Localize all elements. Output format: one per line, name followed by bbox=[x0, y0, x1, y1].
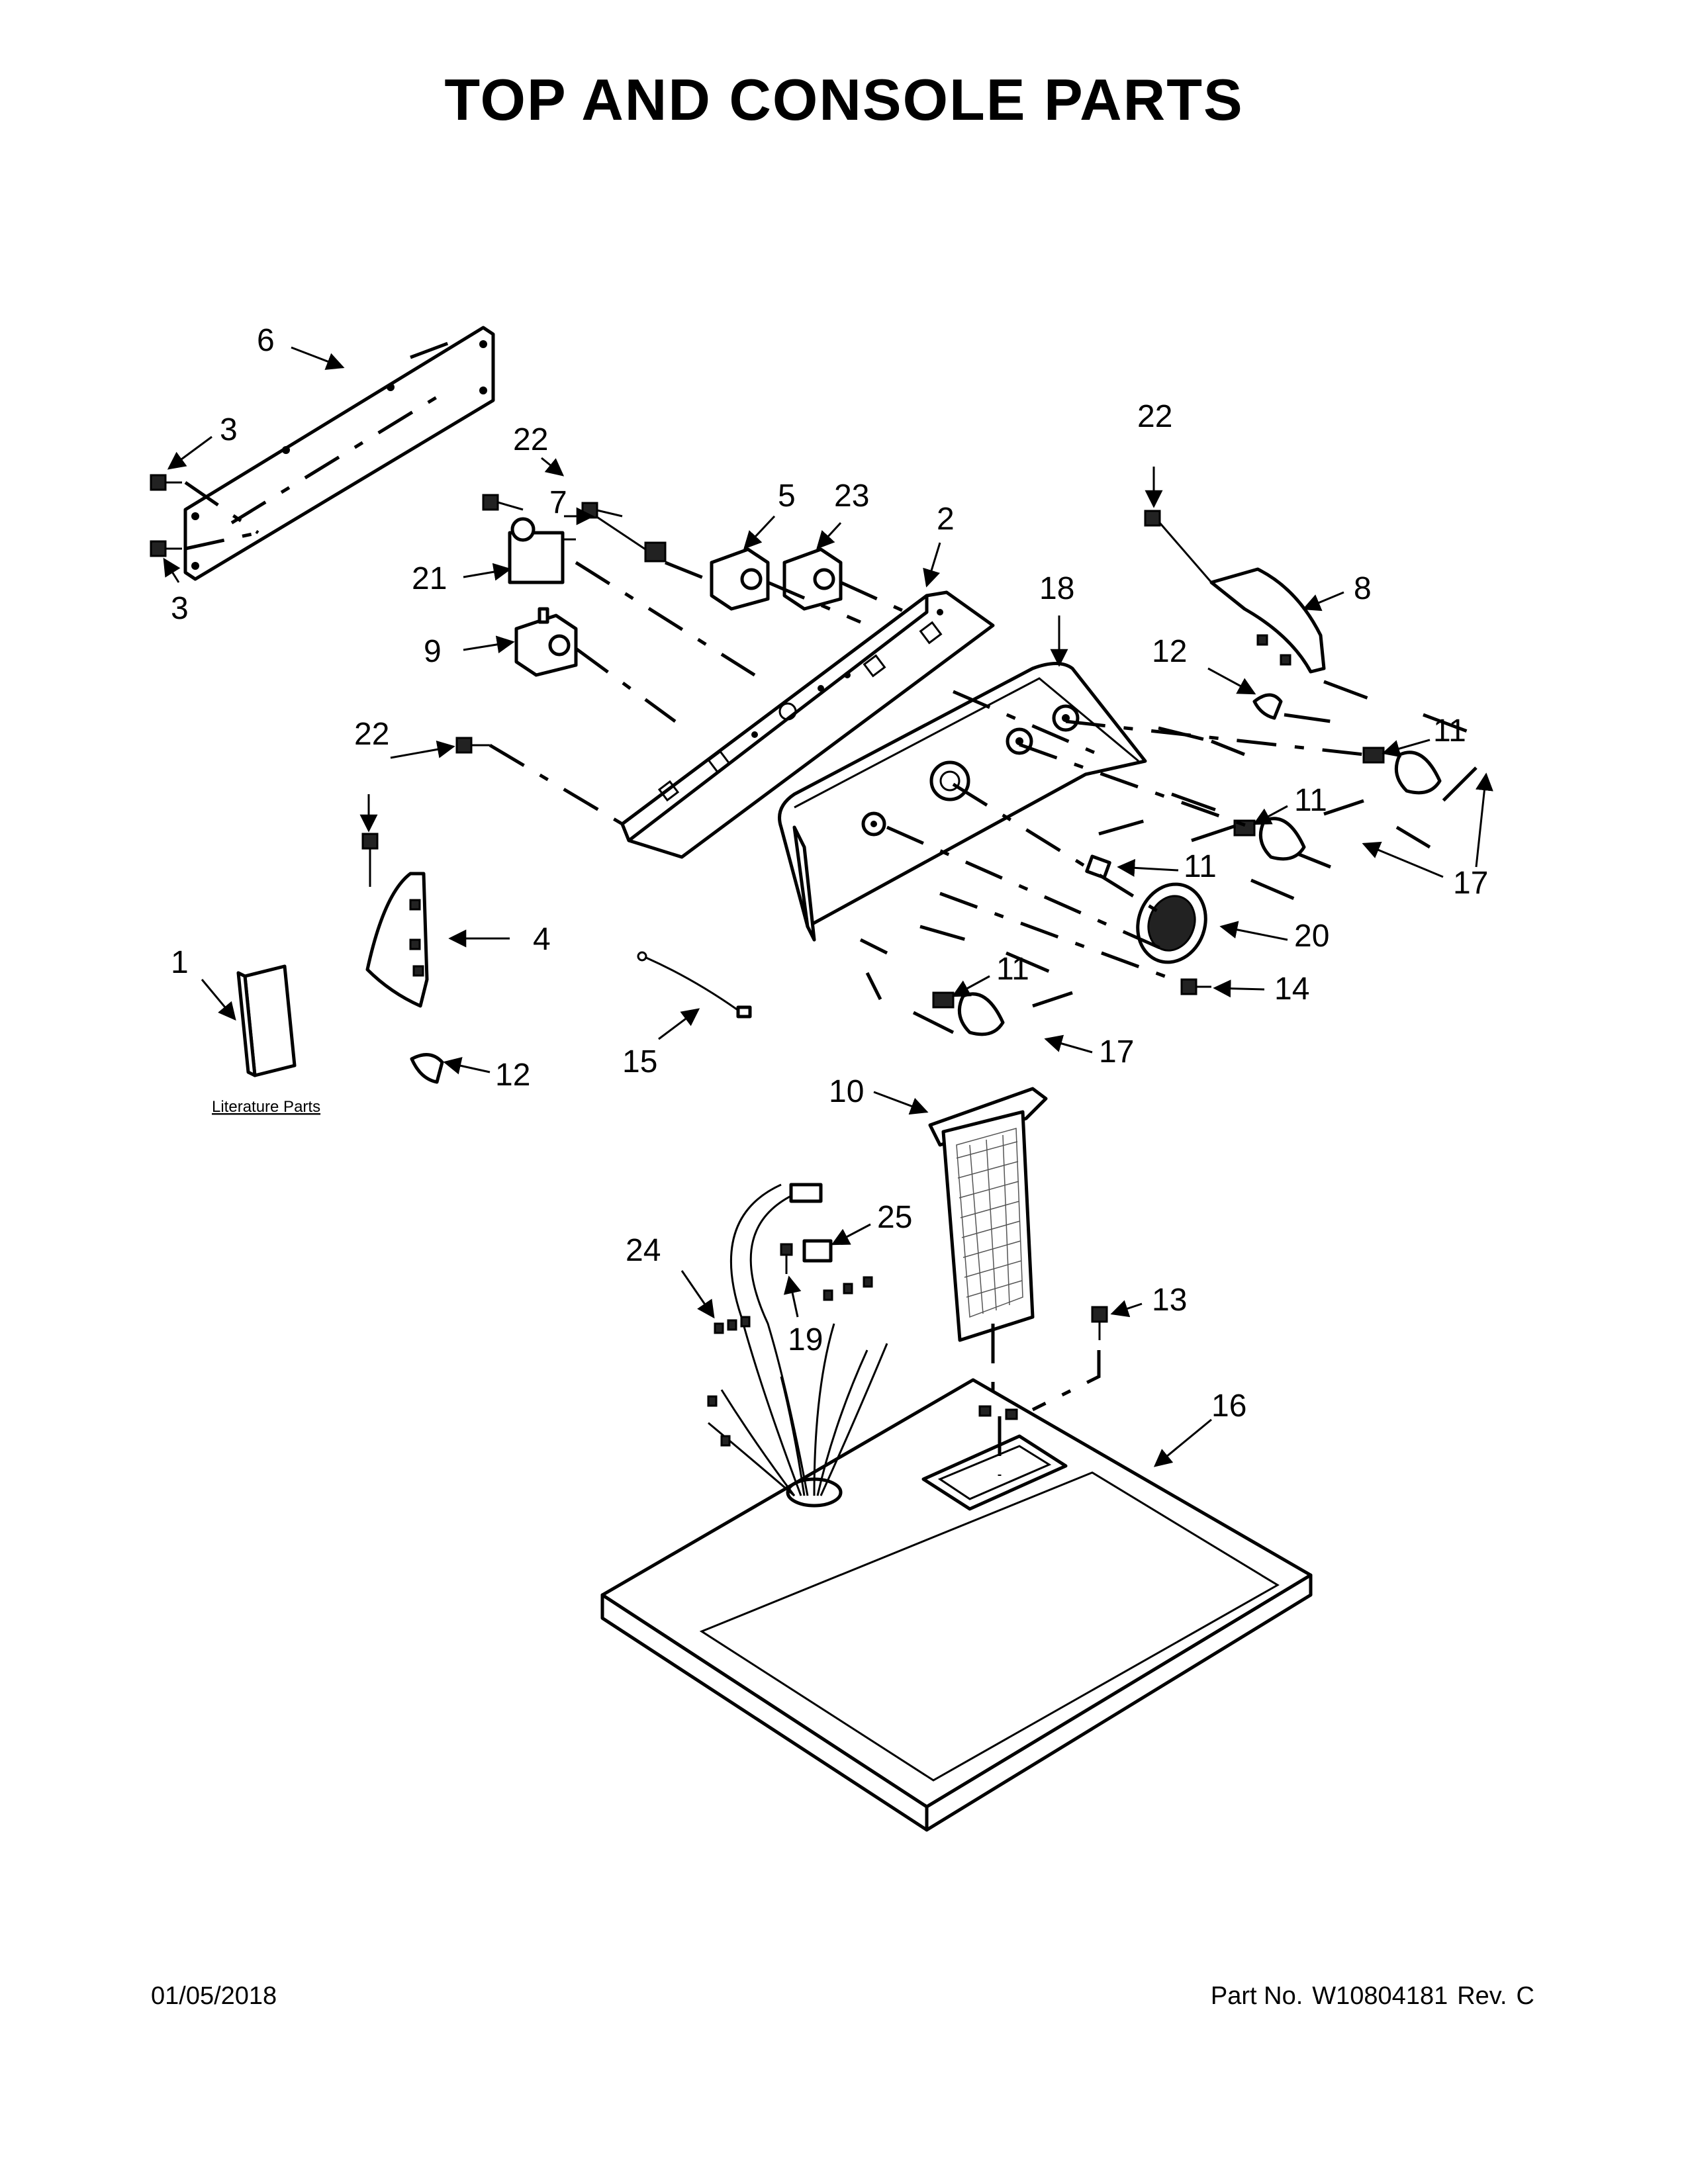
part-screw bbox=[455, 737, 490, 754]
assembly-line bbox=[953, 690, 1100, 756]
callout-12: 12 bbox=[495, 1058, 530, 1093]
assembly-line bbox=[489, 743, 624, 826]
part-rear-panel bbox=[183, 326, 495, 581]
callout-21: 21 bbox=[412, 561, 447, 596]
rev-value: C bbox=[1516, 1982, 1534, 2010]
assembly-line bbox=[1031, 1350, 1101, 1412]
callout-9: 9 bbox=[424, 634, 442, 669]
part-no-label: Part No. bbox=[1210, 1982, 1303, 2010]
callout-3: 3 bbox=[220, 412, 238, 447]
part-screw bbox=[780, 1243, 793, 1274]
part-knob bbox=[1233, 817, 1306, 861]
callout-1: 1 bbox=[171, 945, 189, 980]
assembly-line bbox=[185, 531, 259, 551]
part-switch bbox=[710, 547, 770, 611]
assembly-line bbox=[859, 925, 1073, 1034]
callout-6: 6 bbox=[257, 323, 275, 358]
assembly-line bbox=[665, 561, 716, 584]
callout-11: 11 bbox=[1184, 849, 1217, 884]
callout-11: 11 bbox=[1433, 713, 1466, 749]
callout-11: 11 bbox=[996, 952, 1029, 987]
part-no-value: W10804181 bbox=[1312, 1982, 1448, 2010]
part-screw bbox=[150, 474, 182, 557]
callout-22: 22 bbox=[354, 717, 389, 752]
assembly-line bbox=[1019, 743, 1252, 829]
callout-4: 4 bbox=[533, 922, 551, 957]
callout-23: 23 bbox=[834, 478, 869, 514]
assembly-line bbox=[230, 395, 438, 525]
callout-14: 14 bbox=[1274, 972, 1309, 1007]
part-knob bbox=[1085, 854, 1111, 880]
part-clip bbox=[1252, 693, 1283, 720]
callout-2: 2 bbox=[937, 502, 955, 537]
callout-18: 18 bbox=[1039, 571, 1074, 606]
assembly-line bbox=[575, 647, 677, 723]
part-knob bbox=[1362, 747, 1442, 795]
part-literature bbox=[236, 964, 297, 1077]
assembly-line bbox=[767, 580, 861, 624]
callout-22: 22 bbox=[513, 422, 548, 457]
part-console-bracket bbox=[620, 590, 995, 859]
callout-5: 5 bbox=[778, 478, 796, 514]
callout-20: 20 bbox=[1294, 919, 1329, 954]
assembly-line bbox=[839, 580, 915, 617]
callout-17: 17 bbox=[1453, 866, 1488, 901]
part-knob-large bbox=[1136, 882, 1207, 964]
part-connector bbox=[802, 1239, 833, 1263]
part-screw bbox=[361, 833, 379, 887]
callout-13: 13 bbox=[1152, 1283, 1187, 1318]
callout-15: 15 bbox=[622, 1044, 657, 1079]
assembly-line bbox=[1098, 792, 1331, 902]
callout-7: 7 bbox=[549, 485, 567, 520]
callout-24: 24 bbox=[626, 1233, 661, 1268]
callout-3: 3 bbox=[171, 591, 189, 626]
rev-label: Rev. bbox=[1457, 1982, 1507, 2010]
part-screw bbox=[1144, 510, 1213, 583]
part-wire-harness bbox=[707, 1183, 888, 1497]
part-connector bbox=[595, 515, 667, 563]
part-switch bbox=[782, 547, 843, 611]
part-switch bbox=[514, 607, 578, 677]
callout-16: 16 bbox=[1211, 1388, 1246, 1424]
footer-part-number: Part No. W10804181 Rev. C bbox=[1201, 1982, 1534, 2011]
part-clip bbox=[410, 1053, 444, 1084]
callout-8: 8 bbox=[1354, 571, 1372, 606]
callout-19: 19 bbox=[788, 1322, 823, 1357]
footer-date: 01/05/2018 bbox=[151, 1982, 277, 2010]
part-lint-screen bbox=[928, 1087, 1048, 1342]
assembly-line bbox=[1065, 719, 1364, 756]
assembly-line bbox=[952, 782, 1173, 922]
part-end-cap-right bbox=[1209, 567, 1326, 674]
literature-label: Literature Parts bbox=[212, 1098, 320, 1116]
callout-25: 25 bbox=[877, 1200, 912, 1235]
part-screw bbox=[1180, 978, 1211, 995]
part-screw bbox=[1091, 1306, 1108, 1340]
callout-labels: 6 3 3 22 7 21 9 5 23 2 18 22 8 12 11 11 … bbox=[171, 323, 1488, 1424]
assembly-line bbox=[886, 825, 1173, 955]
part-top-panel bbox=[600, 1378, 1313, 1832]
callout-11: 11 bbox=[1294, 783, 1327, 818]
part-end-cap-left bbox=[365, 872, 429, 1008]
callout-17: 17 bbox=[1099, 1034, 1134, 1069]
part-knob bbox=[932, 991, 1005, 1036]
page-title: TOP AND CONSOLE PARTS bbox=[444, 67, 1244, 132]
leader-lines bbox=[163, 346, 1493, 1467]
assembly-line bbox=[410, 336, 464, 359]
part-wire bbox=[637, 951, 752, 1019]
callout-12: 12 bbox=[1152, 634, 1187, 669]
assembly-line bbox=[575, 561, 756, 677]
callout-10: 10 bbox=[829, 1074, 864, 1109]
part-timer bbox=[508, 517, 576, 584]
assembly-line bbox=[184, 480, 259, 535]
part-console bbox=[778, 662, 1147, 942]
callout-22: 22 bbox=[1137, 399, 1172, 434]
